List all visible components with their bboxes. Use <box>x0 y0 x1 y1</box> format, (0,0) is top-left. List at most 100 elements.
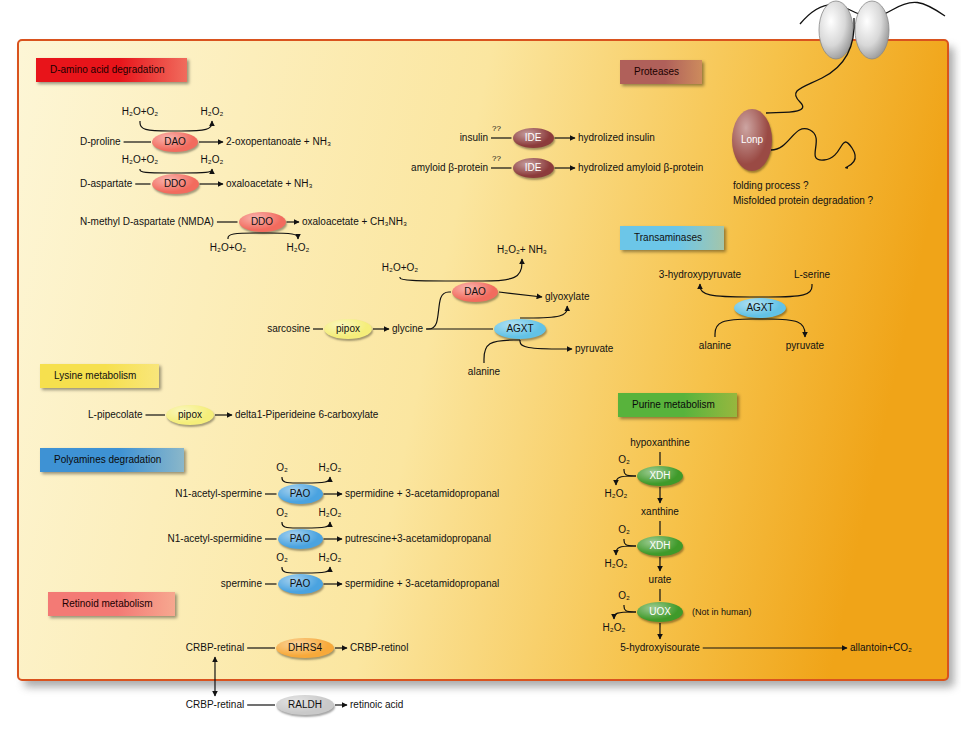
node-label: UOX <box>649 606 671 618</box>
reaction-arrow <box>624 469 636 476</box>
reaction-arrow <box>217 221 238 222</box>
node-label: PAO <box>290 578 310 590</box>
reaction-arrow <box>300 567 330 573</box>
reaction-arrow <box>265 538 277 539</box>
metabolite-label: H₂O₂+ NH₃ <box>497 244 547 256</box>
enzyme-ellipse: IDE <box>513 128 554 148</box>
metabolite-label: H₂O₂ <box>605 488 628 500</box>
reaction-arrow <box>616 476 636 485</box>
node-label: XDH <box>649 470 670 482</box>
metabolite-label: xanthine <box>641 506 679 518</box>
reaction-arrow <box>659 589 660 601</box>
reaction-arrow <box>700 284 760 297</box>
metabolite-label: putrescine+3-acetamidopropanal <box>345 533 491 545</box>
reaction-arrow <box>624 539 636 546</box>
membrane-pore <box>819 1 853 59</box>
metabolite-label: CRBP-retinal <box>186 642 244 654</box>
reaction-arrow <box>659 557 660 571</box>
reaction-arrow <box>199 141 223 142</box>
metabolite-label: CRBP-retinol <box>350 642 408 654</box>
node-label: DAO <box>164 136 186 148</box>
metabolite-label: N1-acetyl-spermine <box>175 488 262 500</box>
metabolite-label: glyoxylate <box>545 291 589 303</box>
metabolite-label: CRBP-retinal <box>186 699 244 711</box>
reaction-arrow <box>300 477 330 483</box>
metabolite-label: ?? <box>492 153 501 165</box>
metabolite-label: H₂O₂ <box>319 462 342 474</box>
metabolite-label: sarcosine <box>267 323 310 335</box>
metabolite-label: spermine <box>221 578 262 590</box>
reaction-arrow <box>760 284 812 297</box>
metabolite-label: delta1-Piperideine 6-carboxylate <box>235 409 378 421</box>
reaction-arrow <box>520 340 572 349</box>
reaction-arrow <box>145 414 165 415</box>
node-label: Purine metabolism <box>632 399 715 411</box>
reaction-arrow <box>140 121 175 131</box>
reaction-arrow <box>491 167 512 168</box>
metabolite-label: O₂ <box>618 524 630 536</box>
enzyme-ellipse: UOX <box>637 602 683 622</box>
reaction-arrow <box>426 328 493 329</box>
enzyme-ellipse: XDH <box>637 466 683 486</box>
reaction-arrow <box>282 477 300 483</box>
reaction-arrow <box>715 319 760 337</box>
metabolite-label: ?? <box>492 123 501 135</box>
reaction-arrow <box>124 141 151 142</box>
reaction-arrow <box>624 605 636 612</box>
metabolite-label: pyruvate <box>786 340 824 352</box>
metabolite-label: H₂O₂ <box>287 242 310 254</box>
polypeptide-chain <box>766 18 854 113</box>
enzyme-ellipse: AGXT <box>734 298 786 318</box>
reaction-arrow <box>175 169 212 173</box>
metabolite-label: O₂ <box>276 552 288 564</box>
reaction-arrow <box>324 583 343 584</box>
reaction-arrow <box>373 328 389 329</box>
reaction-arrow <box>659 452 660 465</box>
enzyme-ellipse: RALDH <box>276 695 334 715</box>
metabolite-label: 2-oxopentanoate + NH₃ <box>226 136 331 148</box>
metabolite-label: H₂O₂ <box>319 507 342 519</box>
metabolite-label: O₂ <box>618 454 630 466</box>
reaction-arrow <box>247 704 275 705</box>
metabolite-label: pyruvate <box>575 343 613 355</box>
reaction-arrow <box>400 277 475 281</box>
reaction-arrow <box>228 233 262 239</box>
metabolite-label: spermidine + 3-acetamidopropanal <box>345 488 499 500</box>
reaction-arrow <box>262 233 298 239</box>
reaction-arrow <box>520 306 567 318</box>
node-label: pipox <box>178 409 202 421</box>
reaction-arrow <box>484 340 520 363</box>
reaction-arrow <box>313 328 323 329</box>
reaction-arrow <box>491 137 512 138</box>
metabolite-label: retinoic acid <box>350 699 403 711</box>
reaction-arrow <box>200 183 224 184</box>
metabolite-label: H₂O+O₂ <box>122 154 158 166</box>
enzyme-ellipse: PAO <box>278 529 323 549</box>
metabolite-label: glycine <box>392 323 423 335</box>
metabolite-label: oxaloacetate + CH₃NH₃ <box>302 216 407 228</box>
metabolite-label: L-serine <box>794 269 830 281</box>
reaction-arrow <box>499 292 542 297</box>
node-label: Proteases <box>634 66 679 78</box>
metabolite-label: D-proline <box>80 136 121 148</box>
enzyme-ellipse: XDH <box>637 536 683 556</box>
reaction-arrow <box>214 657 215 696</box>
reaction-arrow <box>287 221 300 222</box>
enzyme-ellipse: pipox <box>166 405 214 425</box>
metabolite-label: Misfolded protein degradation ? <box>733 195 873 207</box>
node-label: AGXT <box>746 302 773 314</box>
enzyme-ellipse: DDO <box>239 212 286 232</box>
reaction-arrow <box>175 121 212 131</box>
reaction-arrow <box>659 521 660 535</box>
enzyme-ellipse: IDE <box>513 158 554 178</box>
metabolite-label: hypoxanthine <box>630 437 690 449</box>
node-label: RALDH <box>288 699 322 711</box>
section-header: Polyamines degradation <box>40 448 184 472</box>
node-label: DAO <box>464 286 486 298</box>
enzyme-ellipse: Lonp <box>732 109 772 171</box>
enzyme-ellipse: AGXT <box>494 319 546 339</box>
node-label: PAO <box>290 488 310 500</box>
section-header: Retinoid metabolism <box>48 592 175 616</box>
metabolite-label: allantoin+CO₂ <box>850 642 912 654</box>
metabolite-label: 5-hydroxyisourate <box>620 642 699 654</box>
